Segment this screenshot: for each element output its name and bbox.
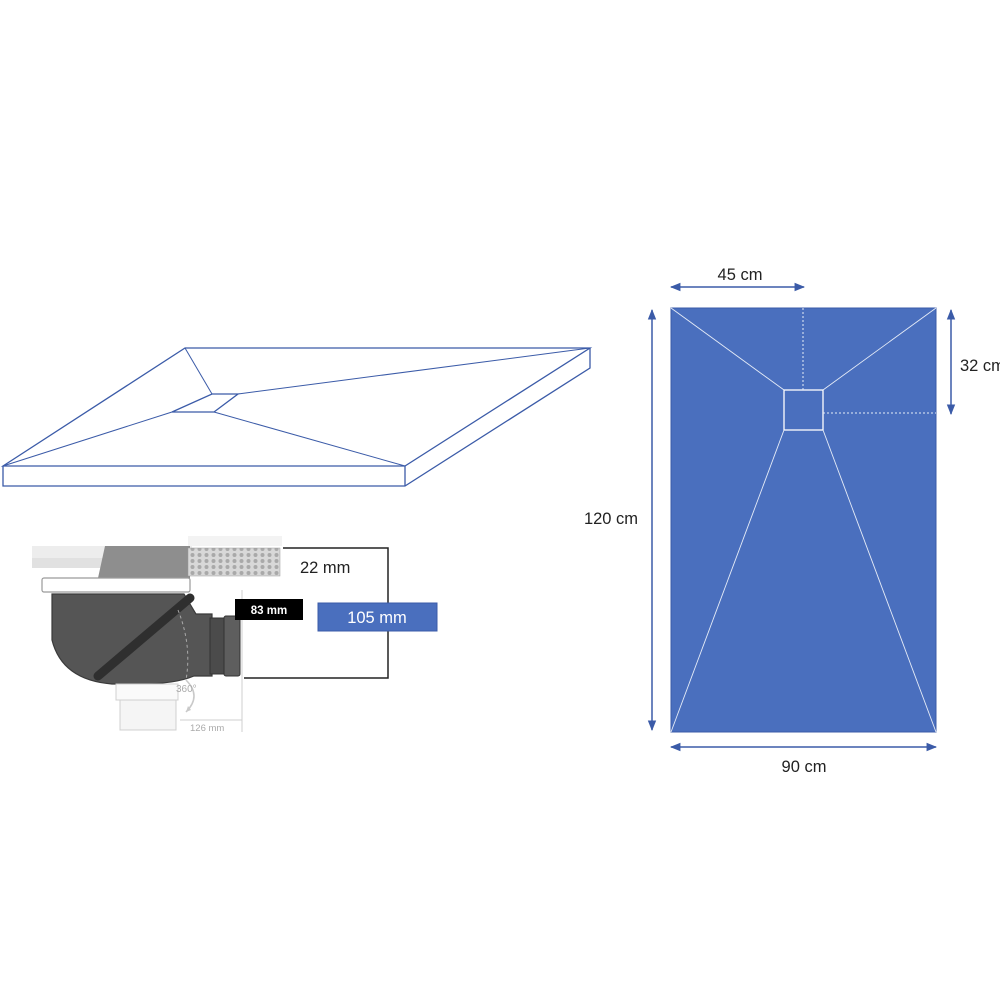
drain-inner-dash	[177, 609, 189, 681]
outlet-height-badge	[235, 599, 303, 620]
side-offset-label: 32 cm	[960, 357, 1000, 375]
drain-cap	[41, 577, 191, 593]
tray-front-edge	[2, 348, 591, 487]
drain-outlet-pipe	[223, 615, 241, 677]
plan-slope-lines	[670, 307, 937, 733]
tray-top-surface	[0, 347, 593, 467]
total-height-badge	[317, 602, 438, 632]
rotation-label: 360°	[176, 684, 197, 695]
total-height-label: 105 mm	[347, 609, 407, 627]
tray-slope-lines	[2, 347, 591, 467]
rotation-arrowhead	[186, 706, 191, 712]
tray-plan-rect	[670, 307, 937, 733]
outlet-height-label: 83 mm	[251, 605, 287, 617]
tray-drain-square	[171, 393, 240, 413]
plan-reference-dashes	[802, 308, 936, 414]
drain-detail: 360° 126 mm 22 mm 83 mm 105 mm	[32, 536, 438, 734]
length-label: 120 cm	[584, 510, 638, 528]
width-label: 90 cm	[782, 758, 827, 776]
drain-body	[51, 593, 213, 685]
drain-outlet-collar	[209, 617, 225, 675]
drain-lower-neck	[115, 683, 179, 701]
mesh-layer	[187, 547, 281, 577]
tray-perspective	[0, 347, 593, 487]
plan-view: 45 cm 32 cm 120 cm 90 cm	[584, 266, 1000, 776]
drain-lower-spigot	[119, 699, 177, 731]
rim-height-label: 22 mm	[300, 559, 350, 577]
white-strip	[188, 536, 282, 546]
base-width-label: 126 mm	[190, 723, 224, 734]
tray-section-gray	[98, 546, 190, 578]
top-offset-label: 45 cm	[718, 266, 763, 284]
drain-clamp-band	[93, 593, 195, 681]
